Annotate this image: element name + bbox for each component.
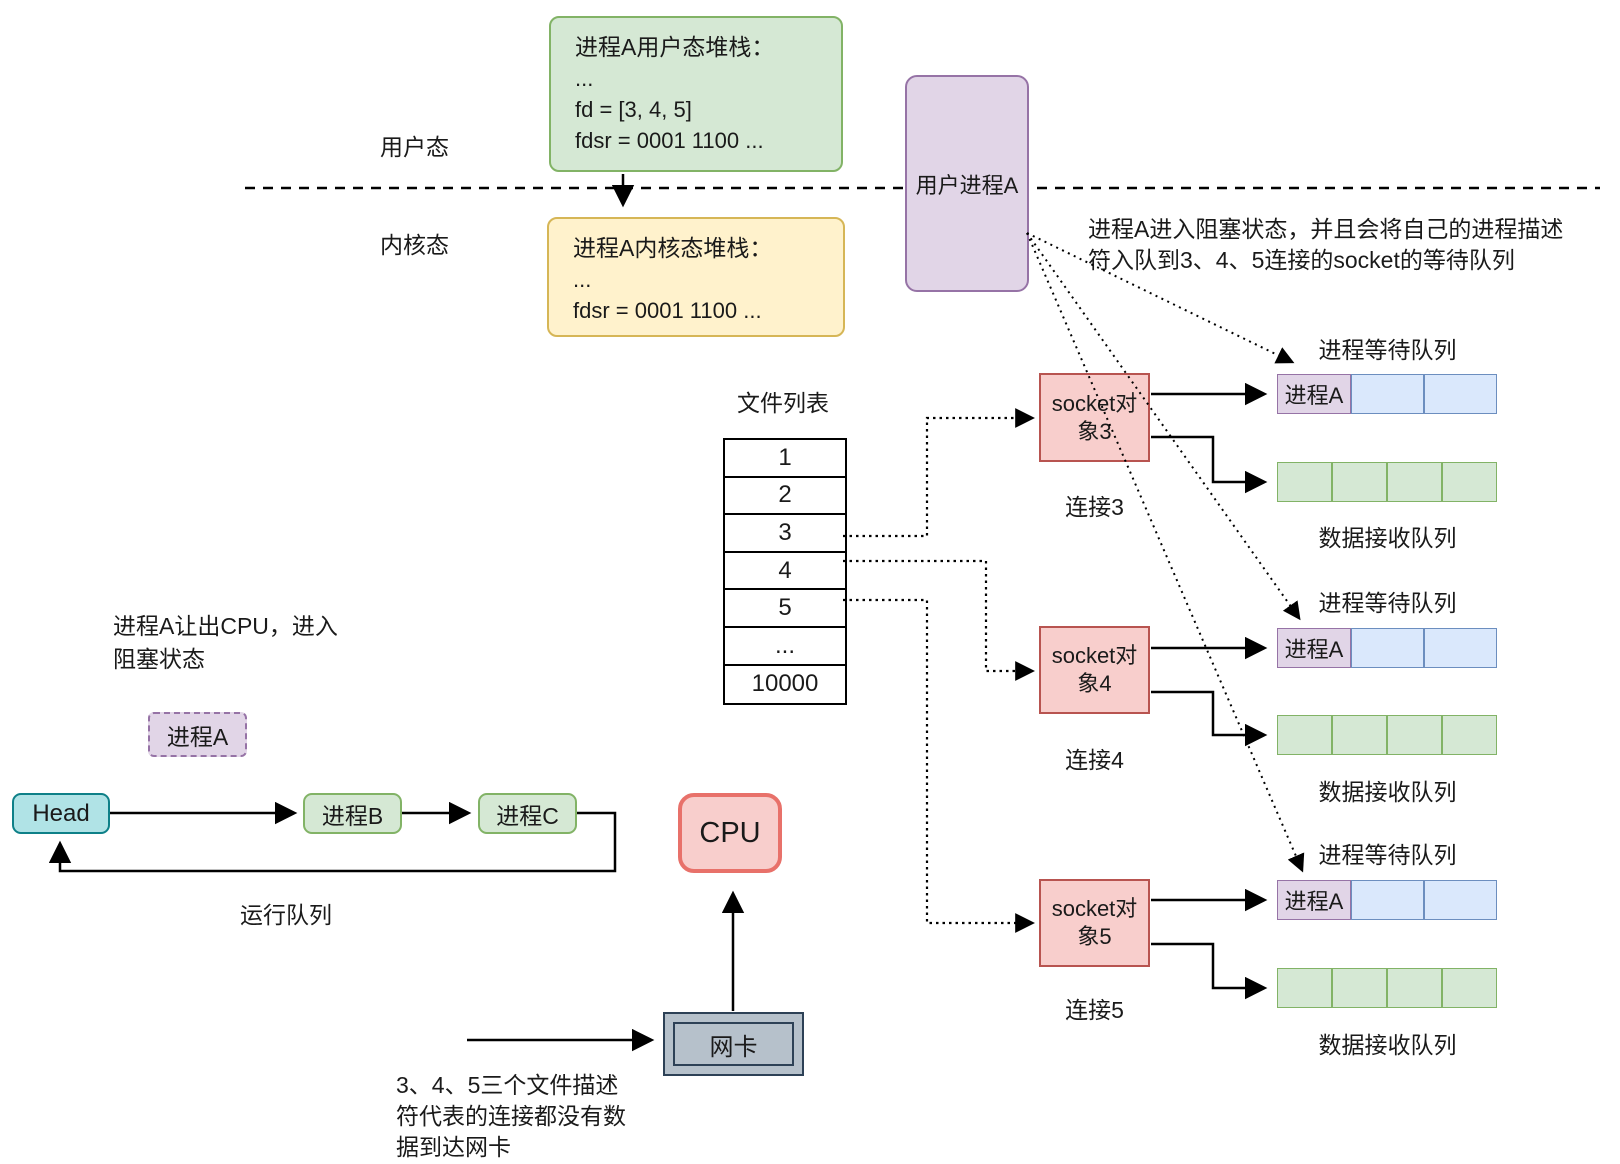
file-list-row: 4 <box>725 553 845 591</box>
user-process-a-box: 用户进程A <box>905 75 1029 292</box>
wait-queue-process-a-cell: 进程A <box>1277 628 1351 668</box>
connection-3-label: 连接3 <box>1065 494 1124 520</box>
socket4-to-recv-arrow <box>1151 690 1268 747</box>
blocking-note-line1: 进程A进入阻塞状态，并且会将自己的进程描述 <box>1088 216 1564 242</box>
wait-queue-process-a-cell: 进程A <box>1277 880 1351 920</box>
recv-queue-label-3: 数据接收队列 <box>1318 525 1457 551</box>
nic-inner-box: 网卡 <box>673 1022 794 1066</box>
connection-5-label: 连接5 <box>1065 997 1124 1023</box>
cpu-box: CPU <box>678 793 782 873</box>
wait-queue-empty-cell <box>1351 880 1424 920</box>
nic-box: 网卡 <box>663 1012 804 1076</box>
process-c-box: 进程C <box>478 793 577 834</box>
socket3-to-recv-arrow <box>1151 435 1268 494</box>
file-list-row: 5 <box>725 590 845 628</box>
nic-note-line3: 据到达网卡 <box>396 1134 511 1160</box>
user-stack-line: ... <box>575 66 594 91</box>
fd5-to-socket5-dotted-arrow <box>843 598 1035 933</box>
socket-object-5-box: socket对象5 <box>1039 879 1150 967</box>
recv-queue-row-4 <box>1277 715 1497 755</box>
run-queue-head-box: Head <box>12 793 110 834</box>
wait-queue-row-4: 进程A <box>1277 628 1497 668</box>
wait-queue-row-5: 进程A <box>1277 880 1497 920</box>
wait-queue-empty-cell <box>1424 880 1497 920</box>
file-list-row: 3 <box>725 515 845 553</box>
wait-queue-empty-cell <box>1351 374 1424 414</box>
file-list-row: ... <box>725 628 845 666</box>
nic-note: 3、4、5三个文件描述 符代表的连接都没有数 据到达网卡 <box>396 1070 626 1163</box>
recv-queue-cell <box>1442 968 1497 1008</box>
user-stack-title: 进程A用户态堆栈： <box>575 34 775 60</box>
wait-queue-empty-cell <box>1424 374 1497 414</box>
process-b-box: 进程B <box>303 793 402 834</box>
user-stack-line: fdsr = 0001 1100 ... <box>575 128 764 153</box>
kernel-stack-line: ... <box>573 267 592 292</box>
wait-queue-label-4: 进程等待队列 <box>1318 590 1457 616</box>
recv-queue-cell <box>1332 715 1387 755</box>
recv-queue-cell <box>1387 462 1442 502</box>
recv-queue-row-3 <box>1277 462 1497 502</box>
wait-queue-label-5: 进程等待队列 <box>1318 842 1457 868</box>
file-list-row: 1 <box>725 440 845 478</box>
file-list-table: 1 2 3 4 5 ... 10000 <box>723 438 847 706</box>
run-queue-label: 运行队列 <box>240 902 332 928</box>
recv-queue-cell <box>1277 968 1332 1008</box>
wait-queue-empty-cell <box>1351 628 1424 668</box>
wait-queue-label-3: 进程等待队列 <box>1318 337 1457 363</box>
kernel-stack-line: fdsr = 0001 1100 ... <box>573 298 762 323</box>
nic-note-line1: 3、4、5三个文件描述 <box>396 1072 619 1098</box>
user-stack-box: 进程A用户态堆栈： ... fd = [3, 4, 5] fdsr = 0001… <box>549 16 843 172</box>
connection-4-label: 连接4 <box>1065 747 1124 773</box>
socket-object-4-box: socket对象4 <box>1039 626 1150 714</box>
blocking-note: 进程A进入阻塞状态，并且会将自己的进程描述 符入队到3、4、5连接的socket… <box>1088 214 1563 276</box>
recv-queue-label-4: 数据接收队列 <box>1318 779 1457 805</box>
file-list-row: 2 <box>725 478 845 516</box>
file-list-row: 10000 <box>751 670 819 698</box>
socket5-to-recv-arrow <box>1151 942 1268 1000</box>
recv-queue-cell <box>1277 462 1332 502</box>
recv-queue-cell <box>1332 462 1387 502</box>
nic-note-line2: 符代表的连接都没有数 <box>396 1103 626 1129</box>
fd4-to-socket4-dotted-arrow <box>843 559 1035 681</box>
user-mode-label: 用户态 <box>380 134 449 160</box>
kernel-stack-box: 进程A内核态堆栈： ... fdsr = 0001 1100 ... <box>547 217 845 337</box>
wait-queue-empty-cell <box>1424 628 1497 668</box>
recv-queue-cell <box>1277 715 1332 755</box>
yield-cpu-note-line1: 进程A让出CPU，进入 <box>113 613 338 639</box>
user-process-a-label: 用户进程A <box>915 172 1019 198</box>
yield-cpu-note-line2: 阻塞状态 <box>113 646 205 672</box>
recv-queue-row-5 <box>1277 968 1497 1008</box>
wait-queue-process-a-cell: 进程A <box>1277 374 1351 414</box>
recv-queue-cell <box>1442 715 1497 755</box>
kernel-mode-label: 内核态 <box>380 232 449 258</box>
recv-queue-cell <box>1387 715 1442 755</box>
blocking-note-line2: 符入队到3、4、5连接的socket的等待队列 <box>1088 247 1515 273</box>
user-stack-line: fd = [3, 4, 5] <box>575 97 692 122</box>
recv-queue-cell <box>1442 462 1497 502</box>
yield-cpu-note: 进程A让出CPU，进入 阻塞状态 <box>113 610 338 676</box>
wait-queue-row-3: 进程A <box>1277 374 1497 414</box>
process-a-blocked-box: 进程A <box>148 712 247 757</box>
kernel-stack-title: 进程A内核态堆栈： <box>573 235 773 261</box>
socket-object-3-box: socket对象3 <box>1039 373 1150 462</box>
recv-queue-cell <box>1387 968 1442 1008</box>
fd3-to-socket3-dotted-arrow <box>843 408 1035 538</box>
recv-queue-cell <box>1332 968 1387 1008</box>
file-list-title: 文件列表 <box>737 390 829 416</box>
recv-queue-label-5: 数据接收队列 <box>1318 1032 1457 1058</box>
